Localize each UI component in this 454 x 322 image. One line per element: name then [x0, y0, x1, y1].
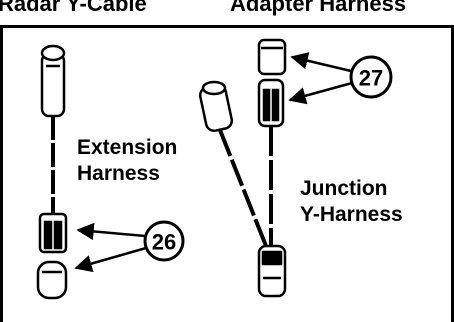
callout-27: 27: [288, 52, 393, 105]
junction-left-connector: [198, 80, 234, 132]
callout-26: 26: [74, 220, 185, 273]
callout-27-number: 27: [359, 66, 383, 91]
extension-bottom-connector: [38, 212, 68, 254]
junction-loose-cap: [257, 38, 287, 76]
left-border-rule: [0, 28, 3, 322]
junction-cables: [218, 126, 273, 247]
callout-26-arrow-upper: [76, 222, 146, 241]
junction-harness-label-line2: Y-Harness: [300, 203, 403, 226]
extension-loose-seal: [36, 260, 68, 300]
junction-harness-label-line1: Junction: [300, 177, 388, 200]
column-header: Radar Y-Cable Adapter Harness: [0, 0, 454, 28]
extension-harness: [36, 44, 68, 300]
callout-27-arrow-lower: [288, 81, 353, 105]
callout-26-number: 26: [152, 230, 176, 255]
junction-bottom-connector: [257, 244, 287, 298]
right-border-rule: [451, 28, 454, 322]
extension-top-connector: [40, 44, 66, 118]
callout-26-arrow-lower: [74, 246, 147, 273]
left-column-title: Radar Y-Cable: [0, 0, 147, 16]
extension-harness-label-line1: Extension: [77, 136, 178, 159]
extension-harness-label-line2: Harness: [77, 162, 160, 185]
junction-right-connector: [257, 78, 285, 128]
callout-27-arrow-upper: [290, 52, 352, 73]
junction-y-harness: [198, 38, 287, 298]
right-column-title: Adapter Harness: [230, 0, 407, 16]
